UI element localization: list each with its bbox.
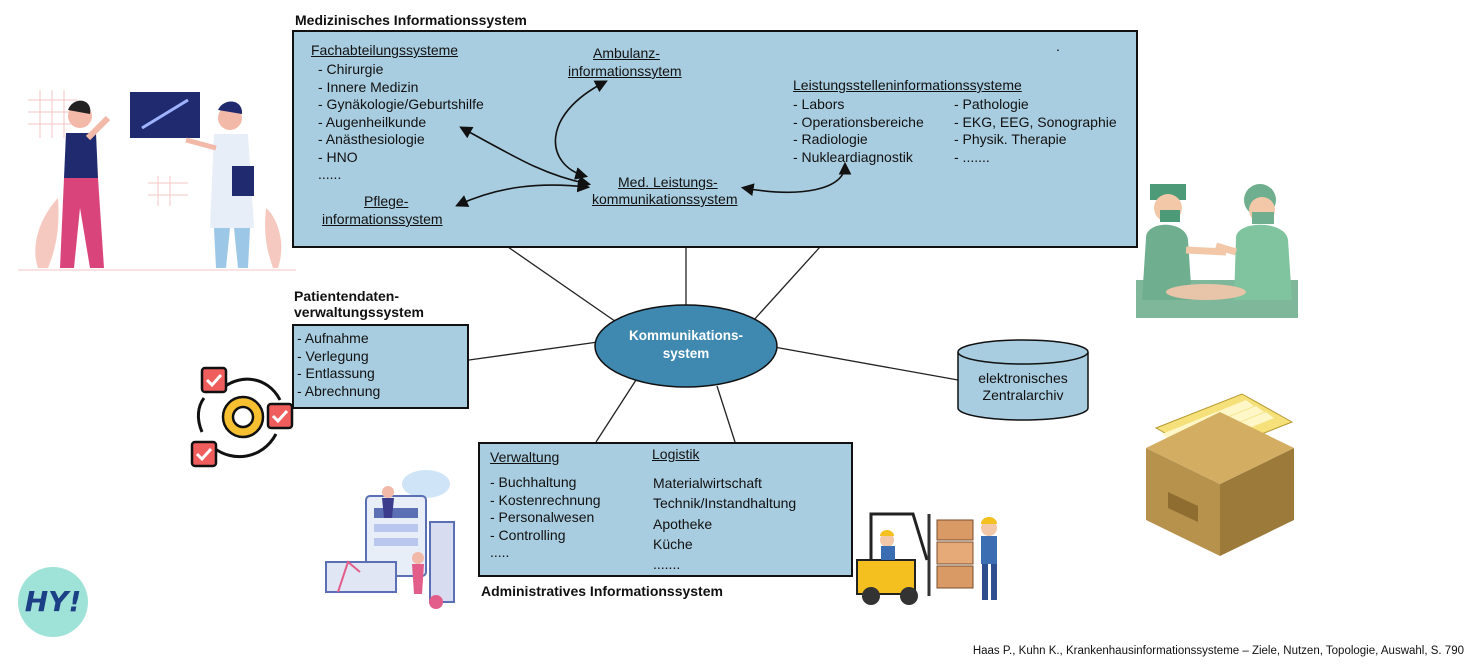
ambulanz-line1: Ambulanz-: [593, 45, 660, 61]
list-item: - Pathologie: [954, 96, 1029, 112]
list-item: - Verlegung: [297, 347, 369, 364]
logistik-title: Logistik: [652, 446, 700, 462]
list-item: - Entlassung: [297, 365, 375, 381]
logistik-list: Materialwirtschaft Technik/Instandhaltun…: [653, 473, 796, 574]
med-system-box: [292, 30, 1138, 248]
surgeons-illustration: [1136, 184, 1298, 318]
leist-col2: - Pathologie - EKG, EEG, Sonographie - P…: [954, 96, 1117, 166]
list-item: Materialwirtschaft: [653, 475, 762, 491]
komm-line2: system: [662, 346, 710, 361]
list-item: - Anästhesiologie: [318, 131, 425, 147]
list-item: - Aufnahme: [297, 330, 369, 346]
list-item: - Personalwesen: [490, 509, 595, 525]
admin-caption: Administratives Informationssystem: [481, 583, 723, 599]
fach-title: Fachabteilungssysteme: [311, 42, 459, 58]
medleist-line1: Med. Leistungs-: [618, 174, 718, 190]
patient-title: Patientendaten- verwaltungssystem: [294, 288, 424, 320]
list-item: - Nukleardiagnostik: [793, 148, 913, 165]
source-citation: Haas P., Kuhn K., Krankenhausinformation…: [972, 645, 1464, 657]
list-item: - Controlling: [490, 526, 566, 543]
list-item: - Physik. Therapie: [954, 131, 1067, 147]
hy-logo-text: HY!: [24, 585, 82, 618]
archive-label: elektronisches Zentralarchiv: [958, 370, 1088, 404]
forklift-illustration: [856, 512, 997, 605]
archive-line2: Zentralarchiv: [982, 387, 1064, 403]
list-item: - Chirurgie: [318, 61, 384, 77]
patient-list: - Aufnahme - Verlegung - Entlassung - Ab…: [297, 330, 380, 400]
file-archive-box-illustration: [1146, 393, 1294, 556]
list-item: - .......: [954, 148, 990, 165]
list-item: Küche: [653, 535, 693, 552]
list-item: - Labors: [793, 96, 845, 112]
ambulanz-line2: informationssytem: [568, 63, 682, 79]
list-item: .......: [653, 556, 681, 573]
leist-col1: - Labors - Operationsbereiche - Radiolog…: [793, 96, 924, 166]
verwaltung-list: - Buchhaltung - Kostenrechnung - Persona…: [490, 474, 601, 562]
list-item: - EKG, EEG, Sonographie: [954, 113, 1117, 130]
list-item: - Innere Medizin: [318, 78, 419, 95]
office-computer-illustration: [325, 470, 455, 609]
list-item: - Radiologie: [793, 131, 868, 147]
komm-label: Kommunikations- system: [606, 327, 766, 363]
patient-title-line1: Patientendaten-: [294, 288, 400, 304]
patient-box: [292, 324, 469, 409]
list-item: - HNO: [318, 148, 358, 165]
list-item: - Operationsbereiche: [793, 113, 924, 130]
list-item: Technik/Instandhaltung: [653, 495, 797, 512]
med-system-title: Medizinisches Informationssystem: [295, 12, 527, 28]
list-item: Apotheke: [653, 515, 713, 532]
list-item: ......: [318, 166, 342, 182]
doctor-patient-illustration: [18, 90, 296, 271]
stray-dot: .: [1056, 38, 1060, 54]
list-item: - Augenheilkunde: [318, 113, 427, 130]
list-item: - Kostenrechnung: [490, 491, 601, 508]
pflege-line2: informationssystem: [322, 211, 443, 227]
list-item: - Abrechnung: [297, 382, 381, 399]
komm-line1: Kommunikations-: [628, 328, 743, 343]
hy-logo: HY!: [18, 567, 88, 637]
verwaltung-title: Verwaltung: [490, 449, 560, 465]
admin-box: [478, 442, 853, 577]
list-item: - Gynäkologie/Geburtshilfe: [318, 96, 484, 112]
leist-title: Leistungsstelleninformationssysteme: [793, 77, 1022, 93]
process-gear-icon: [190, 366, 294, 468]
pflege-line1: Pflege-: [364, 193, 409, 209]
archive-line1: elektronisches: [978, 370, 1068, 386]
patient-title-line2: verwaltungssystem: [294, 304, 424, 320]
medleist-line2: kommunikationssystem: [592, 191, 738, 207]
list-item: .....: [490, 544, 510, 560]
list-item: - Buchhaltung: [490, 474, 577, 490]
fach-list: - Chirurgie - Innere Medizin - Gynäkolog…: [318, 61, 484, 184]
